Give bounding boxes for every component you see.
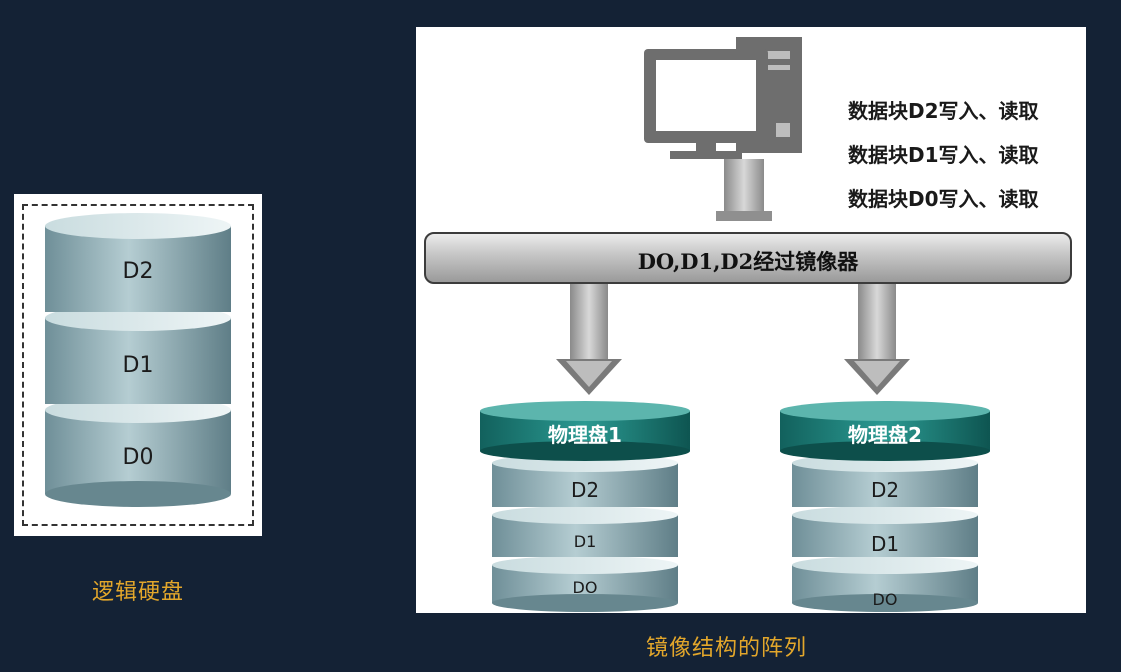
disk2-segment-label-do: DO <box>873 590 898 609</box>
disk1-segment-label-d1: D1 <box>574 532 597 551</box>
physical-disk-1: DO D1 D2 物理盘1 <box>480 401 690 612</box>
logical-segment-d1: D1 <box>45 305 231 404</box>
disk2-label: 物理盘2 <box>848 423 922 447</box>
disk2-segment-label-d2: D2 <box>871 478 899 502</box>
logical-label-d2: D2 <box>123 259 154 284</box>
computer-icon <box>644 37 802 221</box>
dashed-border <box>22 204 254 526</box>
logical-disk-panel: D0 D1 D2 <box>14 194 262 536</box>
logical-segment-d2: D2 <box>45 213 231 312</box>
arrow-down-left-icon <box>556 283 622 395</box>
arrow-down-right-icon <box>844 283 910 395</box>
disk1-label: 物理盘1 <box>548 423 622 447</box>
mirror-diagram: DO D1 D2 物理盘1 DO D1 D2 <box>480 37 990 612</box>
write-read-line-d0: 数据块D0写入、读取 <box>848 187 1039 211</box>
logical-disk-caption: 逻辑硬盘 <box>92 580 185 605</box>
mirror-array-caption: 镜像结构的阵列 <box>646 636 808 661</box>
logical-segment-d0: D0 <box>45 397 231 507</box>
disk2-segment-label-d1: D1 <box>871 532 899 556</box>
disk1-segment-label-do: DO <box>573 578 598 597</box>
disk1-segment-label-d2: D2 <box>571 478 599 502</box>
logical-disk-stack: D0 D1 D2 <box>45 213 231 507</box>
physical-disk-2: DO D1 D2 物理盘2 <box>780 401 990 612</box>
logical-label-d1: D1 <box>123 353 154 378</box>
mirror-bar-label: DO,D1,D2经过镜像器 <box>637 249 859 274</box>
mirror-bar: DO,D1,D2经过镜像器 <box>424 232 1072 284</box>
mirror-array-panel: DO D1 D2 物理盘1 DO D1 D2 <box>416 27 1086 613</box>
write-read-line-d1: 数据块D1写入、读取 <box>848 143 1039 167</box>
logical-label-d0: D0 <box>123 445 154 470</box>
write-read-line-d2: 数据块D2写入、读取 <box>848 99 1039 123</box>
